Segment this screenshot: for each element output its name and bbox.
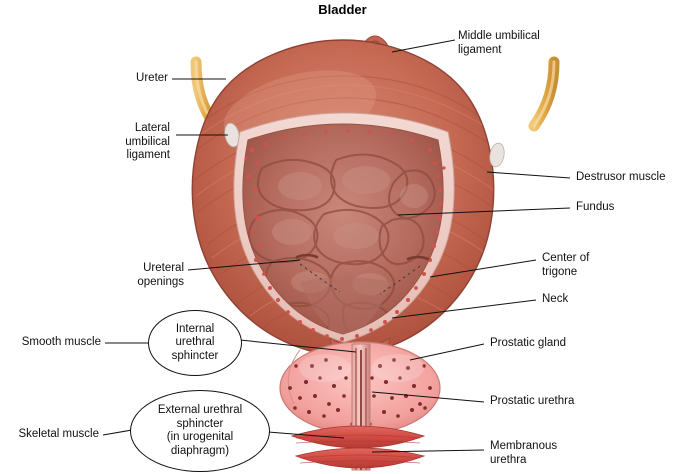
leader-internal-sphincter [239, 339, 357, 353]
leader-middle-umbilical [391, 39, 456, 53]
label-destrusor-muscle: Destrusor muscle [576, 171, 666, 183]
leader-ureteral-openings-left [187, 259, 301, 271]
mucosa-speckles [244, 129, 446, 341]
leader-skeletal-muscle [102, 429, 133, 436]
leader-neck [391, 299, 537, 319]
leader-fundus [397, 207, 571, 216]
label-prostatic-urethra: Prostatic urethra [490, 395, 575, 407]
label-lateral-umbilical-ligament: Lateral umbilical ligament [125, 122, 170, 161]
label-membranous-urethra: Membranous urethra [490, 440, 558, 466]
label-ureteral-openings: Ureteral openings [137, 262, 184, 288]
label-prostatic-gland: Prostatic gland [490, 337, 567, 349]
label-fundus: Fundus [576, 201, 615, 213]
ureteral-openings-shapes [295, 253, 430, 295]
label-smooth-muscle: Smooth muscle [21, 336, 101, 348]
leader-external-sphincter [267, 431, 345, 439]
leader-membranous-urethra [371, 449, 485, 453]
leader-destrusor [486, 171, 571, 179]
leader-prostatic-urethra [371, 391, 485, 403]
label-neck: Neck [542, 293, 569, 305]
leader-center-trigone [429, 259, 537, 278]
page-title: Bladder [318, 2, 367, 17]
label-center-of-trigone: Center of trigone [542, 252, 590, 278]
label-external-urethral-sphincter: External urethral sphincter (in urogenit… [130, 390, 270, 472]
leader-lines [102, 39, 571, 453]
label-ureter: Ureter [136, 72, 168, 84]
label-internal-urethral-sphincter: Internal urethral sphincter [148, 310, 242, 376]
skeletal-muscle-shape [290, 425, 426, 469]
lateral-umbilical-ligament-shapes [224, 122, 505, 168]
leader-prostatic-gland [409, 343, 485, 361]
label-middle-umbilical-ligament: Middle umbilical ligament [458, 30, 540, 56]
label-skeletal-muscle: Skeletal muscle [18, 428, 99, 440]
